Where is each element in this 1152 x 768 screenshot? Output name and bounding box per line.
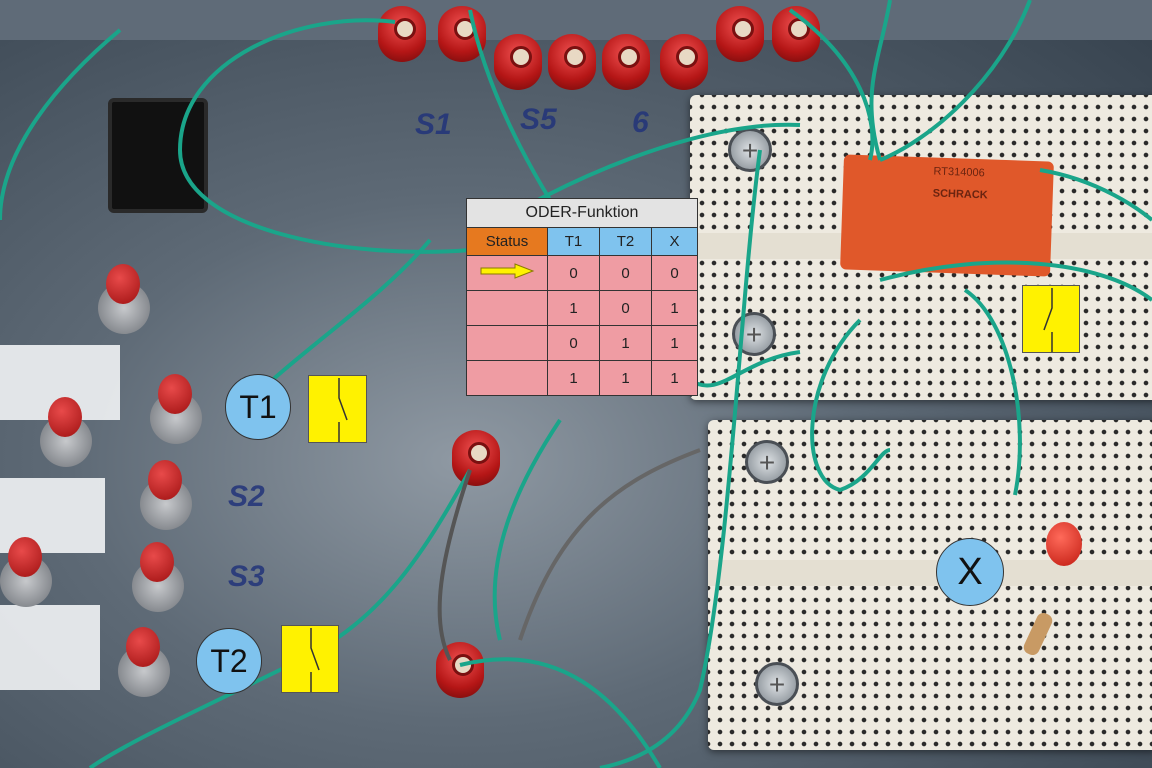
wire [879,0,1032,162]
wire [879,260,1152,302]
paper-label [0,605,100,690]
status-cell [466,325,548,361]
table-row: 0 0 0 [466,255,698,291]
jack[interactable] [494,34,542,90]
table-row: 0 1 1 [466,325,698,361]
table-row: 1 1 1 [466,360,698,396]
label-t2: T2 [196,628,262,694]
wire [599,149,762,768]
panel-top-strip [0,0,1152,40]
breadboard-gap [708,560,1152,586]
label-t1: T1 [225,374,291,440]
header-t1: T1 [547,227,600,256]
handwritten-label: S1 [415,108,452,141]
jack[interactable] [602,34,650,90]
cell-t2: 0 [599,255,652,291]
wire [437,469,472,661]
status-cell [466,290,548,326]
status-cell [466,255,548,291]
switch-symbol-t2 [281,625,339,693]
jack[interactable] [548,34,596,90]
toggle-switch-t2[interactable] [118,627,170,697]
screw [755,662,799,706]
wire [963,288,1022,496]
cell-t1: 1 [547,290,600,326]
handwritten-label: S5 [520,103,557,136]
jack[interactable] [378,6,426,62]
cell-t2: 1 [599,325,652,361]
wire [1039,168,1152,222]
cell-x: 0 [651,255,698,291]
wire [177,18,471,254]
jack[interactable] [452,430,500,486]
header-t2: T2 [599,227,652,256]
status-cell [466,360,548,396]
toggle-switch-t1[interactable] [150,374,202,444]
toggle-switch[interactable] [0,537,52,607]
screw [745,440,789,484]
cell-t1: 0 [547,325,600,361]
switch-open-icon [1043,288,1053,352]
arrow-right-icon [480,263,535,279]
cell-t1: 0 [547,255,600,291]
rocker-switch[interactable] [108,98,208,213]
toggle-switch[interactable] [98,264,150,334]
switch-open-icon [338,378,348,442]
header-x: X [651,227,698,256]
cell-t1: 1 [547,360,600,396]
wire [492,418,562,641]
handwritten-label: 6 [632,106,649,139]
jack[interactable] [438,6,486,62]
cell-t2: 1 [599,360,652,396]
toggle-switch[interactable] [140,460,192,530]
switch-symbol-t1 [308,375,367,443]
header-status: Status [466,227,548,256]
wire [0,28,122,221]
cell-x: 1 [651,325,698,361]
label-x: X [936,538,1004,606]
toggle-switch[interactable] [132,542,184,612]
toggle-switch[interactable] [40,397,92,467]
jack[interactable] [660,34,708,90]
screw [728,128,772,172]
handwritten-label: S2 [228,480,265,513]
wire [459,657,662,768]
switch-open-icon [310,628,320,692]
handwritten-label: S3 [228,560,265,593]
table-title: ODER-Funktion [466,198,698,228]
wire [788,8,875,161]
table-row: 1 0 1 [466,290,698,326]
cell-x: 1 [651,290,698,326]
switch-symbol-relay [1022,285,1080,353]
jack[interactable] [716,6,764,62]
wire [810,318,891,493]
truth-table: ODER-Funktion Status T1 T2 X 0 0 0 1 0 1… [466,198,698,396]
wire [518,448,701,641]
wire [88,469,472,768]
cell-t2: 0 [599,290,652,326]
cell-x: 1 [651,360,698,396]
led [1046,522,1082,566]
wire [869,0,892,161]
